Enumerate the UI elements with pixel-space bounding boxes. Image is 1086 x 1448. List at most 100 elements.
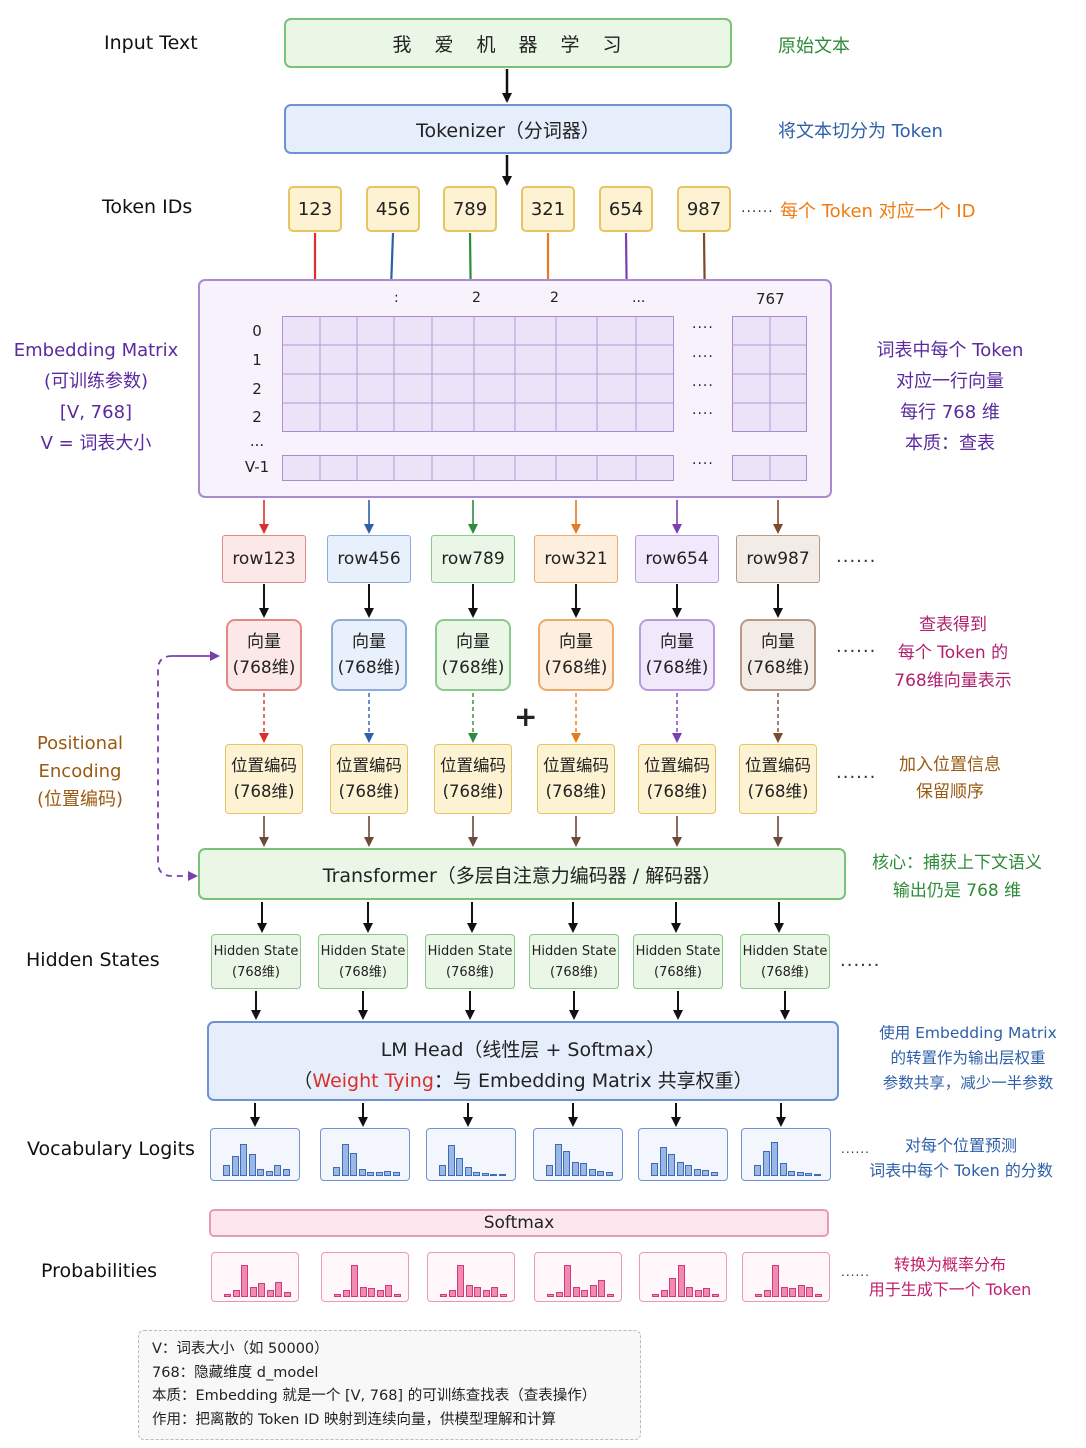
logit-bar-1-5 (375, 1172, 383, 1176)
row-box-3: row321 (534, 535, 618, 583)
connector-path-50 (157, 655, 216, 881)
vector-box-2-line1: 向量 (456, 632, 490, 652)
vectors-note-line-0: 查表得到 (919, 615, 987, 635)
lm-note-line-1: 的转置作为输出层权重 (890, 1049, 1046, 1067)
lm-head-subtitle-post: ：与 Embedding Matrix 共享权重） (433, 1070, 753, 1092)
embedding-col-mark-3: ... (632, 290, 646, 306)
embedding-note-line-3: 本质：查表 (905, 433, 995, 454)
prob-chart-5 (742, 1252, 830, 1302)
positional-box-4-line2: (768维) (646, 782, 708, 801)
prob-chart-2 (427, 1252, 515, 1302)
prob-bar-4-3 (677, 1265, 685, 1297)
prob-bar-5-4 (789, 1288, 796, 1297)
embedding-grid-tail-last (732, 454, 807, 481)
hidden-state-box-4-line2: (768维) (654, 964, 702, 980)
logit-bar-5-7 (813, 1174, 821, 1176)
hidden-state-box-1: Hidden State(768维) (318, 934, 408, 989)
legend-line-3: 作用：把离散的 Token ID 映射到连续向量，供模型理解和计算 (152, 1411, 557, 1428)
vector-box-0-line1: 向量 (247, 632, 281, 652)
probs-note-line-0: 转换为概率分布 (893, 1255, 1006, 1274)
logits-note: 对每个位置预测词表中每个 Token 的分数 (866, 1133, 1056, 1183)
embedding-row-label-5: V-1 (244, 458, 270, 476)
logit-bar-1-0 (333, 1167, 340, 1176)
probabilities-label: Probabilities (41, 1260, 158, 1282)
prob-chart-0 (211, 1252, 299, 1302)
logit-bar-0-3 (248, 1154, 256, 1176)
logit-bar-5-2 (771, 1142, 778, 1176)
prob-bar-0-5 (266, 1290, 274, 1297)
hidden-state-box-5-line2: (768维) (761, 964, 809, 980)
vector-box-3-line1: 向量 (559, 632, 593, 652)
token-id-box-0: 123 (288, 186, 342, 232)
prob-bar-4-6 (703, 1288, 710, 1297)
logit-chart-5 (741, 1128, 831, 1181)
positional-box-5: 位置编码(768维) (739, 744, 817, 814)
prob-bar-5-5 (797, 1285, 805, 1297)
prob-bar-3-5 (589, 1285, 597, 1297)
logit-bar-2-2 (456, 1158, 463, 1176)
vector-box-1-line2: (768维) (337, 658, 401, 678)
positional-note-line-1: 保留顺序 (916, 782, 984, 802)
vocabulary-logits-label: Vocabulary Logits (27, 1138, 195, 1160)
positional-ellipsis: ...... (836, 762, 877, 783)
vector-box-4-line1: 向量 (660, 632, 694, 652)
prob-bar-0-7 (283, 1292, 291, 1297)
prob-bar-2-0 (440, 1294, 447, 1297)
logit-bar-3-2 (563, 1151, 570, 1176)
logit-bar-3-3 (571, 1162, 579, 1176)
logit-bar-1-6 (384, 1171, 391, 1176)
logit-bar-4-1 (659, 1147, 667, 1176)
logit-bar-5-1 (762, 1151, 770, 1176)
hidden-state-box-2-line2: (768维) (446, 964, 494, 980)
logit-bar-0-2 (240, 1144, 247, 1176)
row-box-1: row456 (327, 535, 411, 583)
embedding-label-line-3: V = 词表大小 (40, 433, 152, 454)
embedding-row-label-0: 0 (252, 322, 262, 340)
token-ids-ellipsis: ...... (741, 200, 774, 216)
lm-head-subtitle: （Weight Tying：与 Embedding Matrix 共享权重） (209, 1066, 837, 1093)
hidden-state-box-3: Hidden State(768维) (529, 934, 619, 989)
embedding-row-label-2: 2 (252, 380, 262, 398)
prob-bar-4-0 (652, 1294, 659, 1297)
prob-bar-3-3 (572, 1287, 580, 1297)
weight-tying-text: Weight Tying (312, 1070, 434, 1092)
prob-bar-5-6 (806, 1287, 813, 1297)
prob-chart-1 (321, 1252, 409, 1302)
vector-box-2: 向量 (768维) (435, 619, 511, 691)
embedding-row-label-1: 1 (252, 351, 262, 369)
embedding-col-mark-1: 2 (472, 290, 481, 306)
embedding-col-mark-2: 2 (550, 290, 559, 306)
legend-line-2: 本质：Embedding 就是一个 [V, 768] 的可训练查找表（查表操作） (152, 1388, 597, 1404)
logit-chart-1 (320, 1128, 410, 1181)
prob-bar-1-5 (376, 1290, 384, 1297)
embedding-row-dots-3: .... (692, 402, 714, 418)
row-box-2: row789 (431, 535, 515, 583)
input-text-label: Input Text (104, 32, 198, 54)
logit-bar-3-5 (588, 1169, 596, 1176)
logit-bar-5-6 (805, 1173, 812, 1176)
prob-bar-0-0 (224, 1294, 231, 1297)
positional-box-2: 位置编码(768维) (434, 744, 512, 814)
prob-bar-2-4 (474, 1287, 481, 1297)
logit-bar-5-3 (779, 1163, 787, 1176)
logit-bar-2-4 (473, 1172, 480, 1176)
vector-box-2-line2: (768维) (441, 658, 505, 678)
prob-bar-1-4 (368, 1288, 375, 1297)
hidden-state-box-5: Hidden State(768维) (740, 934, 830, 989)
hidden-state-box-4: Hidden State(768维) (633, 934, 723, 989)
embedding-row-label-4: ... (249, 432, 265, 450)
positional-label-line-0: Positional (36, 733, 124, 754)
transformer-box: Transformer（多层自注意力编码器 / 解码器） (198, 848, 846, 900)
lm-head-title: LM Head（线性层 + Softmax） (380, 1039, 666, 1061)
logits-note-line-0: 对每个位置预测 (904, 1136, 1017, 1155)
token-id-box-4: 654 (599, 186, 653, 232)
lm-note-line-2: 参数共享，减少一半参数 (882, 1074, 1054, 1092)
prob-bar-2-7 (499, 1294, 507, 1297)
logit-bar-1-2 (350, 1153, 357, 1176)
embedding-grid-last-row (281, 454, 674, 481)
prob-bar-0-4 (258, 1283, 265, 1297)
logit-chart-4 (638, 1128, 728, 1181)
